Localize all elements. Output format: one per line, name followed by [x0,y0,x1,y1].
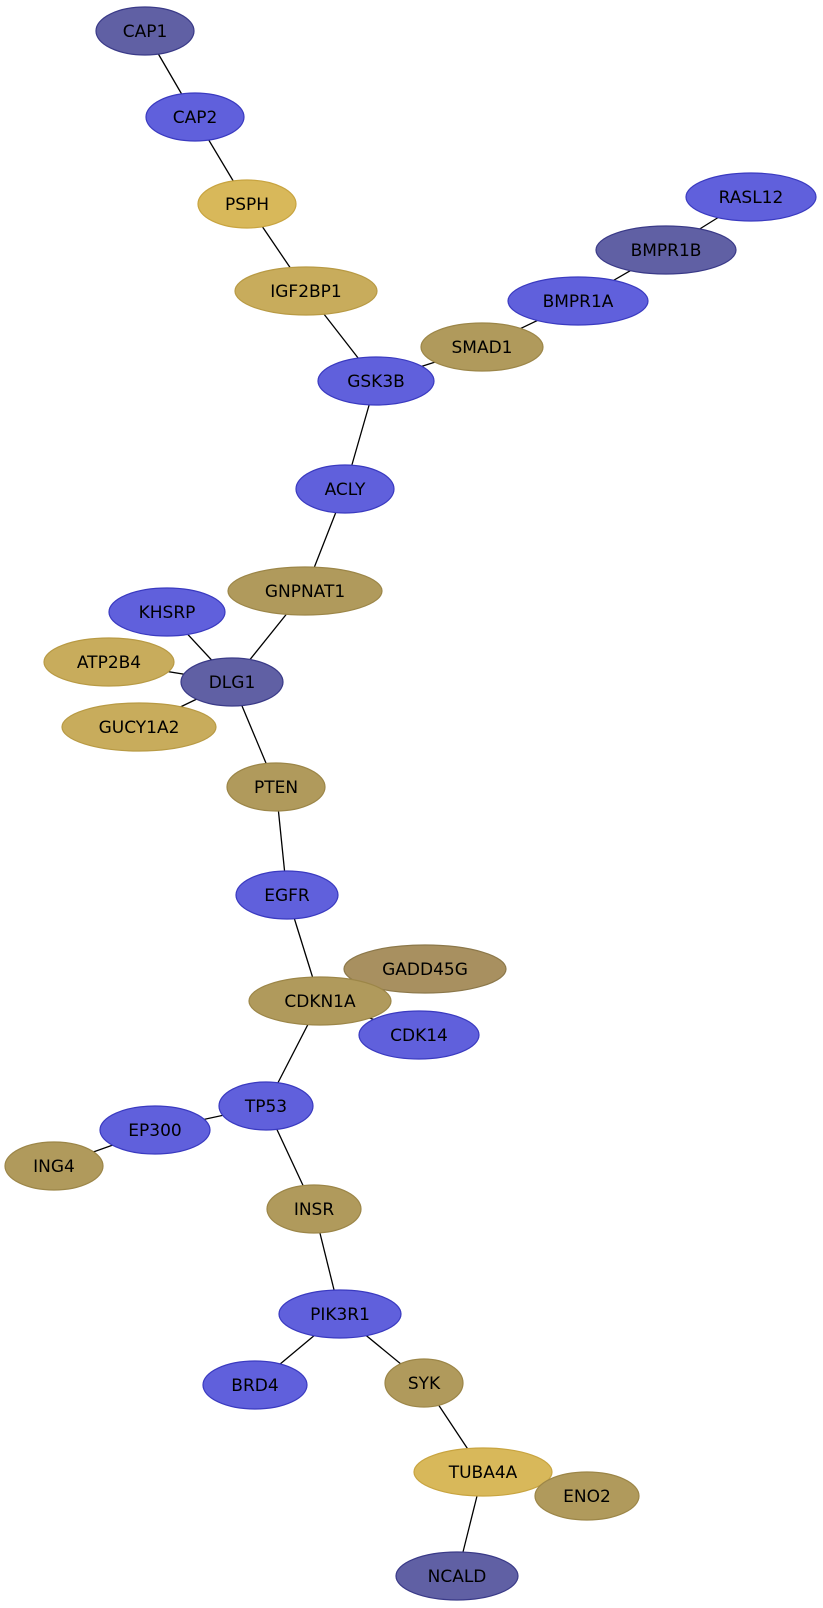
node-label: ING4 [33,1157,75,1177]
node-label: BRD4 [231,1376,278,1396]
node-ellipse [384,1358,464,1408]
node-label: CAP2 [173,108,218,128]
node-ellipse [61,702,217,752]
node-label: EP300 [128,1121,181,1141]
node-ellipse [507,276,649,326]
node-label: INSR [294,1200,335,1220]
node-ellipse [413,1447,553,1497]
node-gsk3b[interactable]: GSK3B [317,356,435,406]
node-gucy1a2[interactable]: GUCY1A2 [61,702,217,752]
node-label: GNPNAT1 [265,582,345,602]
node-ep300[interactable]: EP300 [99,1105,211,1155]
node-rasl12[interactable]: RASL12 [685,172,817,222]
node-label: TP53 [244,1097,287,1117]
node-ellipse [180,657,284,707]
node-ellipse [248,976,392,1026]
node-ellipse [358,1010,480,1060]
node-label: SMAD1 [452,338,513,358]
node-label: PTEN [254,778,298,798]
node-label: IGF2BP1 [270,282,342,302]
node-dlg1[interactable]: DLG1 [180,657,284,707]
node-gnpnat1[interactable]: GNPNAT1 [227,566,383,616]
node-label: NCALD [428,1567,487,1587]
node-acly[interactable]: ACLY [295,464,395,514]
node-ellipse [317,356,435,406]
node-syk[interactable]: SYK [384,1358,464,1408]
node-ellipse [420,322,544,372]
node-ing4[interactable]: ING4 [4,1141,104,1191]
node-ellipse [95,6,195,56]
node-bmpr1a[interactable]: BMPR1A [507,276,649,326]
node-ellipse [685,172,817,222]
node-label: GSK3B [347,372,405,392]
node-cap1[interactable]: CAP1 [95,6,195,56]
node-ellipse [534,1471,640,1521]
node-label: DLG1 [209,673,256,693]
node-ellipse [218,1081,314,1131]
node-igf2bp1[interactable]: IGF2BP1 [234,266,378,316]
node-insr[interactable]: INSR [266,1184,362,1234]
node-cdkn1a[interactable]: CDKN1A [248,976,392,1026]
node-ellipse [234,266,378,316]
node-label: PIK3R1 [310,1305,370,1325]
node-ellipse [395,1551,519,1601]
node-ellipse [226,762,326,812]
node-ellipse [595,225,737,275]
node-label: ENO2 [563,1487,611,1507]
node-label: CDKN1A [284,992,356,1012]
node-brd4[interactable]: BRD4 [202,1360,308,1410]
node-label: CDK14 [390,1026,448,1046]
node-label: CAP1 [123,22,168,42]
node-label: KHSRP [139,603,196,623]
node-ellipse [278,1289,402,1339]
node-psph[interactable]: PSPH [197,179,297,229]
node-label: RASL12 [719,188,784,208]
node-bmpr1b[interactable]: BMPR1B [595,225,737,275]
node-khsrp[interactable]: KHSRP [108,587,226,637]
node-label: BMPR1A [543,292,614,312]
node-label: GADD45G [382,960,468,980]
node-gadd45g[interactable]: GADD45G [343,944,507,994]
node-ellipse [235,870,339,920]
node-ellipse [343,944,507,994]
node-ellipse [295,464,395,514]
node-label: BMPR1B [631,241,702,261]
node-tp53[interactable]: TP53 [218,1081,314,1131]
node-ellipse [4,1141,104,1191]
node-egfr[interactable]: EGFR [235,870,339,920]
node-label: ATP2B4 [77,653,141,673]
node-ellipse [197,179,297,229]
node-ellipse [99,1105,211,1155]
node-ellipse [202,1360,308,1410]
node-label: ACLY [325,480,366,500]
node-label: PSPH [225,195,269,215]
node-label: TUBA4A [448,1463,518,1483]
node-tuba4a[interactable]: TUBA4A [413,1447,553,1497]
node-label: EGFR [264,886,310,906]
node-ellipse [227,566,383,616]
node-cap2[interactable]: CAP2 [145,92,245,142]
node-ellipse [43,637,175,687]
node-ncald[interactable]: NCALD [395,1551,519,1601]
node-ellipse [108,587,226,637]
node-smad1[interactable]: SMAD1 [420,322,544,372]
node-eno2[interactable]: ENO2 [534,1471,640,1521]
node-pik3r1[interactable]: PIK3R1 [278,1289,402,1339]
node-ellipse [145,92,245,142]
node-pten[interactable]: PTEN [226,762,326,812]
node-ellipse [266,1184,362,1234]
node-label: GUCY1A2 [99,718,180,738]
node-label: SYK [408,1374,441,1394]
node-cdk14[interactable]: CDK14 [358,1010,480,1060]
node-atp2b4[interactable]: ATP2B4 [43,637,175,687]
